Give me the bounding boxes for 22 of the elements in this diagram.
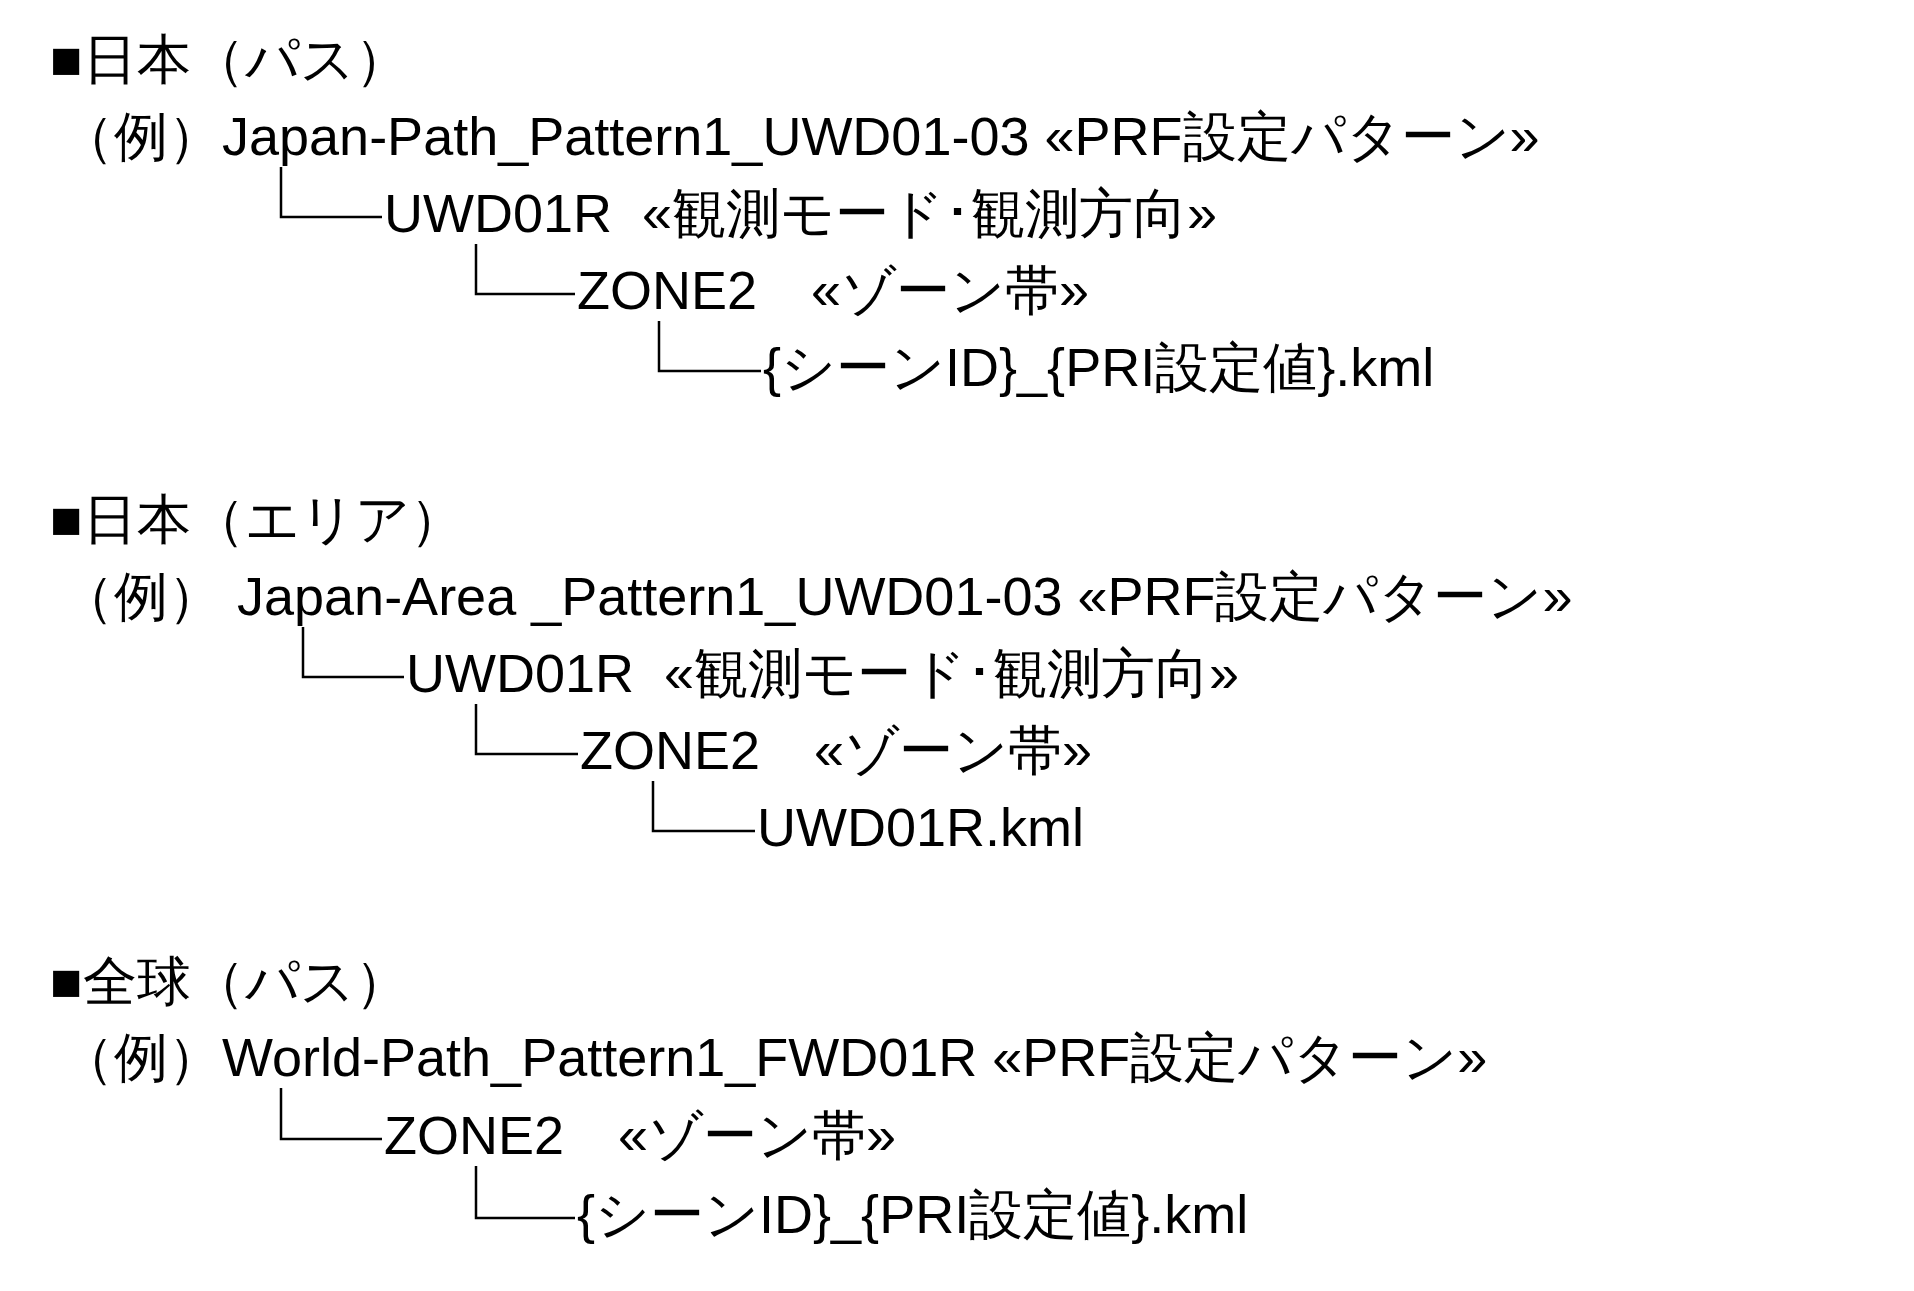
tree-connector-line	[474, 704, 578, 756]
tree-item-text: ZONE2 «ゾーン帯»	[384, 1104, 897, 1167]
tree-connector-line	[279, 1088, 382, 1141]
tree-item-text: UWD01R «観測モード･観測方向»	[406, 642, 1240, 705]
tree-item-text: UWD01R.kml	[757, 796, 1084, 859]
tree-item-text: （例）World-Path_Pattern1_FWD01R «PRF設定パターン»	[60, 1026, 1488, 1089]
tree-item-text: {シーンID}_{PRI設定値}.kml	[577, 1183, 1249, 1246]
tree-connector-line	[474, 244, 575, 296]
tree-item-text: UWD01R «観測モード･観測方向»	[384, 182, 1218, 245]
tree-item-text: ZONE2 «ゾーン帯»	[580, 719, 1093, 782]
tree-connector-line	[301, 627, 404, 679]
tree-item-text: ZONE2 «ゾーン帯»	[577, 259, 1090, 322]
section-heading: ■日本（パス）	[50, 28, 409, 91]
section-heading: ■全球（パス）	[50, 950, 409, 1013]
tree-item-text: （例） Japan-Area _Pattern1_UWD01-03 «PRF設定パターン»	[60, 565, 1573, 628]
tree-item-text: （例）Japan-Path_Pattern1_UWD01-03 «PRF設定パターン»	[60, 105, 1540, 168]
section-heading: ■日本（エリア）	[50, 488, 464, 551]
tree-connector-line	[279, 167, 382, 219]
tree-connector-line	[474, 1166, 575, 1220]
tree-connector-line	[657, 321, 761, 373]
tree-item-text: {シーンID}_{PRI設定値}.kml	[763, 336, 1435, 399]
tree-connector-line	[651, 781, 755, 833]
